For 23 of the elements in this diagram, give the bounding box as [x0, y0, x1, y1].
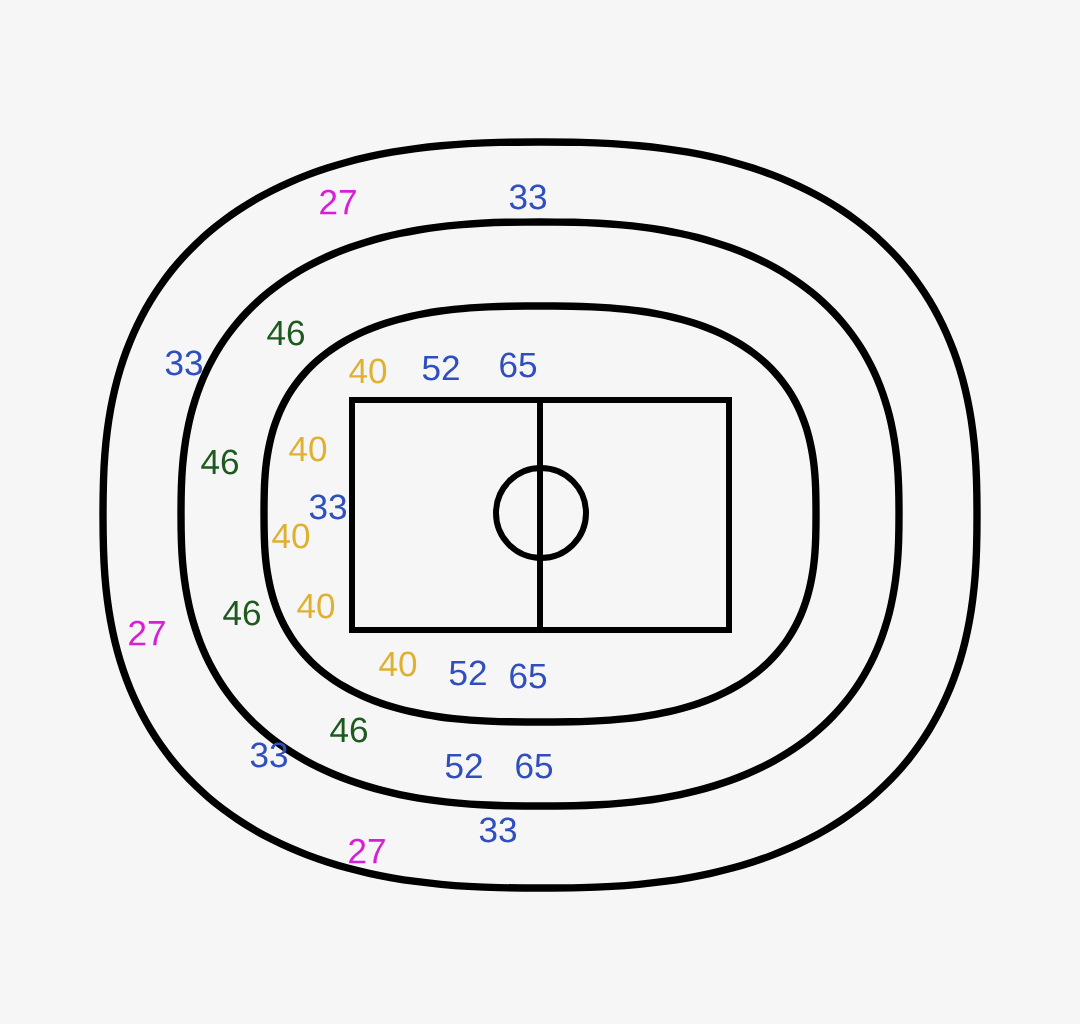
number-label: 52 — [449, 660, 486, 686]
number-label: 33 — [309, 494, 346, 520]
number-label: 40 — [349, 358, 387, 384]
number-label: 65 — [500, 352, 537, 378]
number-label: 33 — [509, 184, 546, 210]
number-label: 33 — [165, 350, 202, 376]
number-label: 27 — [129, 620, 165, 646]
number-label: 40 — [379, 651, 417, 677]
number-label: 40 — [272, 523, 310, 549]
number-label: 40 — [297, 593, 335, 619]
number-label: 46 — [223, 600, 260, 626]
number-label: 33 — [250, 742, 287, 768]
number-label: 65 — [516, 753, 553, 779]
number-label: 27 — [349, 838, 385, 864]
number-label: 40 — [289, 436, 327, 462]
number-label: 46 — [267, 320, 304, 346]
number-label: 27 — [320, 189, 356, 215]
number-label: 46 — [330, 717, 367, 743]
number-label: 65 — [510, 663, 547, 689]
number-label: 52 — [422, 355, 459, 381]
number-label: 52 — [445, 753, 482, 779]
number-label: 46 — [201, 449, 238, 475]
number-label: 33 — [479, 817, 516, 843]
